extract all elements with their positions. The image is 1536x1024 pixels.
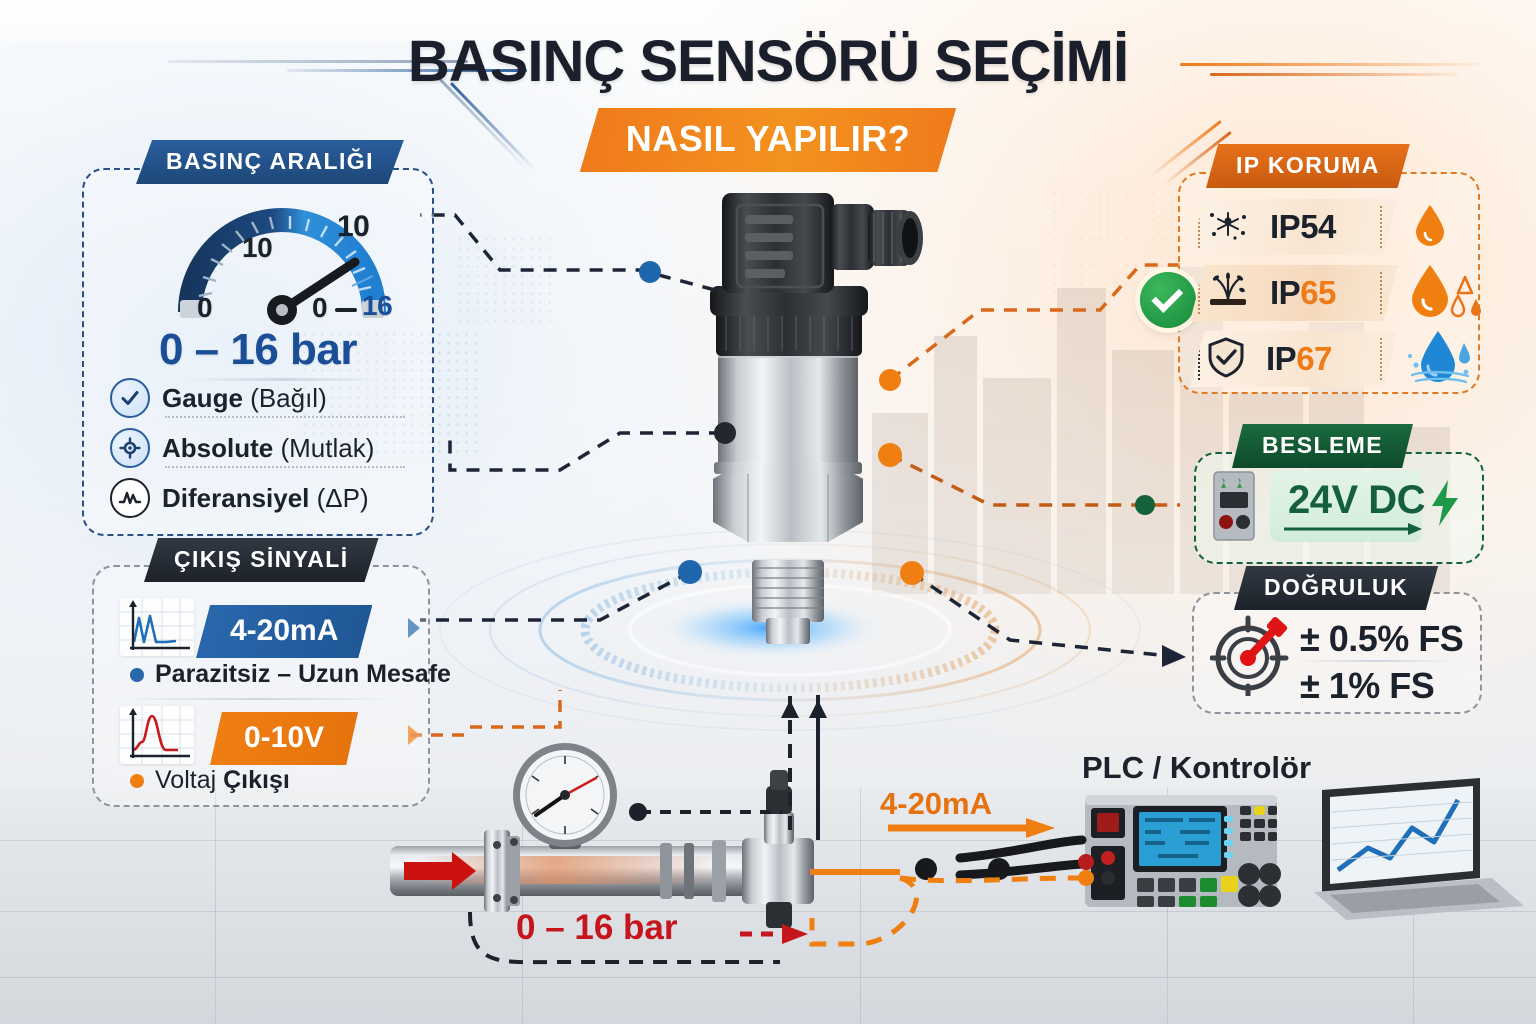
ip-code-54: IP54 [1270, 208, 1336, 245]
desc-row-0-10v: Voltaj Çıkışı [130, 766, 290, 795]
power-supply-icon [1208, 470, 1260, 549]
selected-check-icon [1140, 272, 1196, 328]
deco-line-tr-2 [1210, 73, 1460, 76]
water-jet-icon [1204, 271, 1252, 316]
header-supply: BESLEME [1232, 424, 1413, 468]
ip-plate-67: IP67 [1190, 331, 1398, 387]
blue-wave-chart-icon [120, 598, 194, 656]
bullet-orange [130, 773, 144, 788]
deco-line-tl-2 [287, 69, 527, 72]
ip-plate-54: IP54 [1190, 199, 1398, 255]
signal-divider [118, 698, 398, 700]
plate-dash-left [1198, 272, 1200, 314]
gauge-tick-label-right: 10 [337, 210, 370, 243]
plate-dash-left [1198, 338, 1200, 380]
gauge-zero-left: 0 [197, 292, 213, 323]
target-dart-icon [1209, 612, 1290, 701]
lightning-bolt-icon [1428, 478, 1462, 533]
accuracy-value-2: ± 1% FS [1300, 665, 1435, 706]
header-accuracy: DOĞRULUK [1234, 566, 1439, 610]
shield-check-icon [1204, 335, 1248, 384]
ip-row-67[interactable]: IP67 [1190, 330, 1478, 388]
page-title: BASINÇ SENSÖRÜ SEÇİMİ [407, 29, 1129, 94]
accuracy-value-1: ± 0.5% FS [1300, 618, 1464, 659]
header-output-signal: ÇIKIŞ SİNYALİ [144, 538, 379, 582]
desc-4-20ma: Parazitsiz – Uzun Mesafe [155, 660, 451, 688]
gauge-tick-label-left: 10 [242, 232, 273, 263]
desc-0-10v: Voltaj Çıkışı [155, 766, 290, 794]
type-label-differential: Diferansiyel (ΔP) [162, 482, 369, 513]
signal-label-4-20ma: 4-20mA [880, 786, 992, 821]
plc-label: PLC / Kontrolör [1082, 750, 1312, 785]
ip-row-54[interactable]: IP54 [1190, 198, 1448, 256]
type-row-differential[interactable]: Diferansiyel (ΔP) [110, 478, 369, 518]
header-ip-protection: IP KORUMA [1206, 144, 1410, 188]
pipe-pressure-label: 0 – 16 bar [516, 908, 678, 947]
plate-dash-right [1380, 272, 1382, 314]
value-underline [188, 378, 378, 381]
gear-circle-icon [110, 428, 150, 468]
blue-water-drop-icon [1404, 329, 1478, 390]
orange-drop-icon [1412, 202, 1448, 253]
dust-particles-icon [1204, 205, 1252, 250]
ip-row-65[interactable]: IP65 [1190, 264, 1486, 322]
gauge-zero-mid: 0 [312, 292, 328, 323]
header-pressure-range: BASINÇ ARALIĞI [136, 140, 404, 184]
factory-floor [0, 788, 1536, 1024]
ip-code-67: IP67 [1266, 340, 1332, 377]
desc-row-4-20ma: Parazitsiz – Uzun Mesafe [130, 660, 451, 689]
plate-dash-right [1380, 206, 1382, 248]
deco-line-tl-1 [168, 60, 468, 63]
divider-2 [165, 466, 405, 468]
supply-value: 24V DC [1288, 478, 1426, 522]
type-label-absolute: Absolute (Mutlak) [162, 432, 375, 463]
type-row-absolute[interactable]: Absolute (Mutlak) [110, 428, 374, 468]
panel-accuracy [1192, 592, 1482, 714]
accuracy-divider [1296, 660, 1456, 662]
bullet-blue [130, 667, 144, 682]
tag-4-20ma[interactable]: 4-20mA [196, 605, 373, 658]
plate-dash-left [1198, 206, 1200, 248]
divider-1 [165, 416, 405, 418]
plate-dash-right [1380, 338, 1382, 380]
page-subtitle-badge: NASIL YAPILIR? [579, 108, 957, 172]
dot-matrix-left2 [455, 235, 555, 325]
waveform-circle-icon [110, 478, 150, 518]
orange-drop-splash-icon [1408, 263, 1486, 324]
check-circle-icon [110, 378, 150, 418]
pressure-range-value: 0 – 16 bar [158, 325, 358, 374]
gauge-range-dash [335, 308, 357, 312]
deco-line-tr-1 [1180, 63, 1480, 66]
ip-code-65: IP65 [1270, 274, 1336, 311]
ip-plate-65: IP65 [1190, 265, 1398, 321]
supply-range-arrow [1284, 523, 1422, 535]
tag-0-10v[interactable]: 0-10V [210, 712, 359, 765]
type-label-gauge: Gauge (Bağıl) [162, 382, 327, 413]
red-wave-chart-icon [120, 706, 194, 764]
type-row-gauge[interactable]: Gauge (Bağıl) [110, 378, 327, 418]
gauge-max-value: 16 [362, 290, 393, 321]
